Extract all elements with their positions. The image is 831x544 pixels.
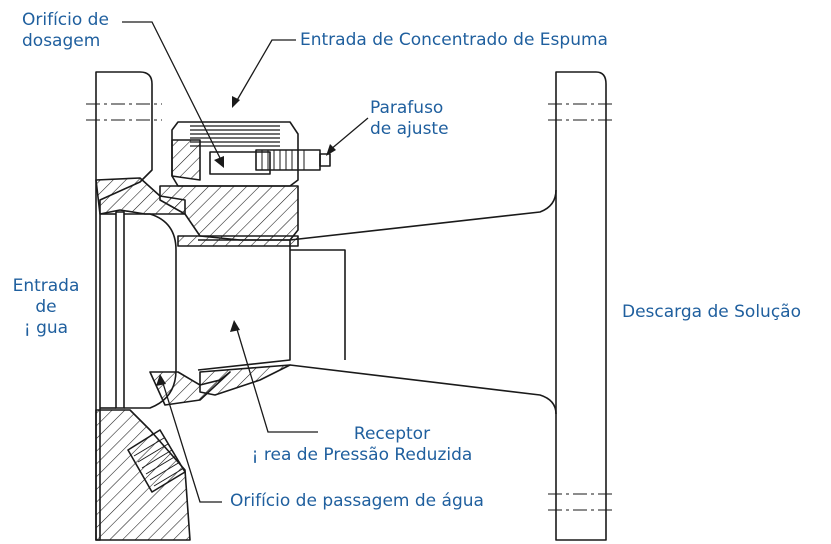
diffuser-upper-wall	[289, 189, 557, 241]
water-passage-orifice-label: Orifício de passagem de água	[230, 491, 484, 511]
leader-water-passage	[161, 379, 222, 503]
metering-cap-lines	[190, 125, 280, 147]
foam-inlet-label: Entrada de Concentrado de Espuma	[300, 30, 608, 50]
dosing-orifice-insert	[209, 151, 271, 175]
discharge-flange	[555, 71, 607, 541]
dosing-orifice-label: Orifício de dosagem	[22, 10, 109, 52]
flange-centerlines	[86, 103, 614, 511]
dosing-orifice-label-line-2: dosagem	[22, 31, 101, 51]
arrowhead-dosing-orifice	[214, 156, 224, 168]
leader-receiver	[235, 325, 318, 433]
arrowhead-receiver	[230, 320, 240, 332]
inlet-bore	[124, 213, 177, 409]
adjust-screw-label-line-1: Parafuso	[370, 98, 444, 118]
arrowhead-foam-inlet	[232, 96, 240, 108]
water-inlet-label: Entrada de ¡ gua	[6, 276, 86, 339]
arrowhead-water-passage	[156, 374, 166, 386]
receiver-label: Receptor ¡ rea de Pressão Reduzida	[212, 424, 512, 466]
metering-head-hatch	[171, 139, 201, 181]
dosing-orifice-label-line-1: Orifício de	[22, 10, 109, 30]
leader-dosing-orifice	[122, 21, 223, 163]
inlet-flange	[95, 71, 153, 541]
adjusting-screw-head	[319, 153, 331, 167]
leader-foam-inlet	[235, 39, 296, 103]
adjusting-screw-thread	[261, 150, 305, 170]
water-nozzle	[127, 429, 186, 493]
receiver-label-line-1: Receptor	[353, 424, 431, 444]
receiver-tube-hatch	[177, 235, 299, 247]
adjust-screw-label-line-2: de ajuste	[370, 119, 449, 139]
water-inlet-label-line-3: ¡ gua	[23, 318, 69, 338]
diffuser-inner-wall	[290, 249, 346, 360]
diffuser-lower-wall	[289, 364, 557, 415]
water-nozzle-thread	[133, 437, 185, 487]
inlet-face-plate	[115, 211, 125, 409]
arrowhead-adjust-screw	[326, 144, 336, 156]
solution-discharge-label: Descarga de Solução	[622, 302, 801, 322]
adjust-screw-label: Parafuso de ajuste	[370, 98, 449, 140]
water-inlet-label-line-1: Entrada	[12, 276, 80, 296]
receiver-label-line-2: ¡ rea de Pressão Reduzida	[251, 445, 473, 465]
adjusting-screw-body	[255, 149, 321, 171]
water-inlet-label-line-2: de	[35, 297, 57, 317]
diffuser-lower-hatch	[199, 364, 291, 396]
leader-adjust-screw	[329, 117, 369, 151]
